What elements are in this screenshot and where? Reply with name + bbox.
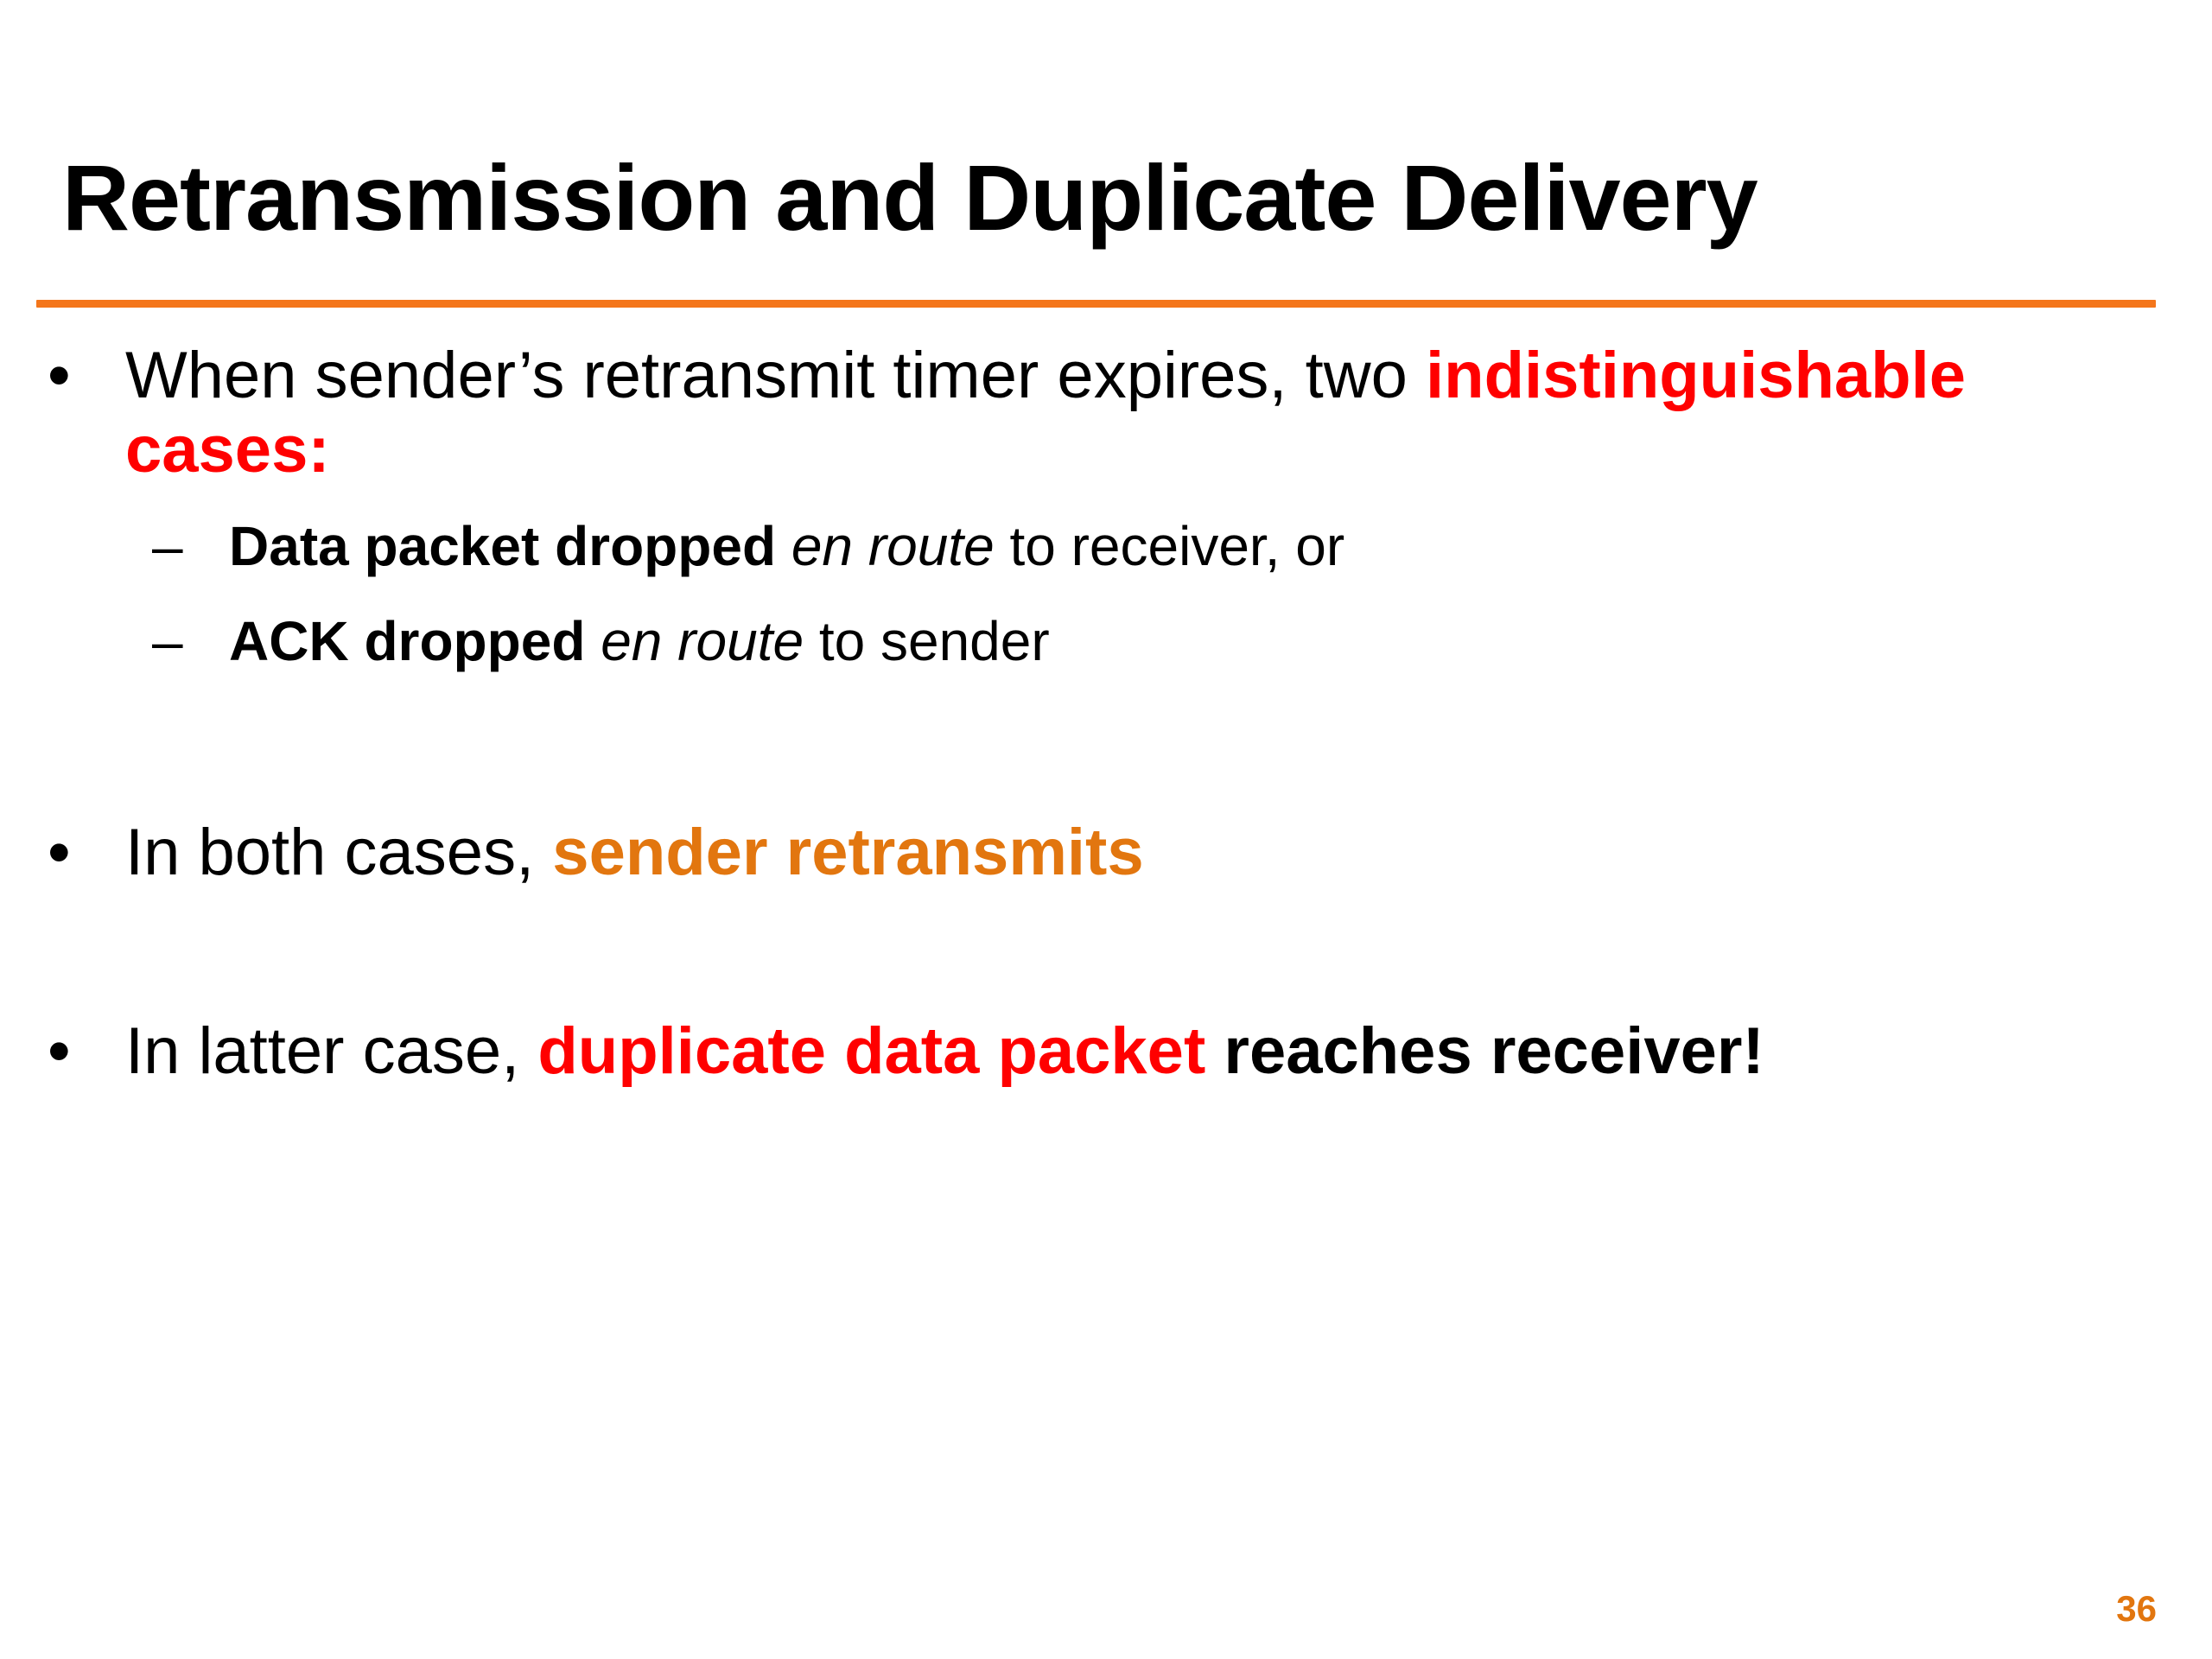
bullet-marker-icon: • [48, 339, 71, 412]
sub-bullet-item-2: – ACK dropped en route to sender [0, 610, 2160, 674]
bullet-text-run: In both cases, [125, 816, 553, 889]
bullet-text-highlight: duplicate data packet [537, 1014, 1206, 1088]
bullet-text-run: In latter case, [125, 1014, 538, 1088]
dash-marker-icon: – [152, 515, 183, 577]
sub-bullet-text-italic: en route [791, 515, 995, 577]
bullet-marker-icon: • [48, 1014, 71, 1088]
bullet-text-run: When sender’s retransmit timer expires, … [125, 339, 1427, 412]
bullet-item-2: • In both cases, sender retransmits [0, 816, 2160, 890]
page-title: Retransmission and Duplicate Delivery [62, 145, 1758, 250]
slide-number: 36 [2116, 1588, 2157, 1629]
bullet-text-highlight: indistinguishable cases: [125, 339, 1966, 486]
title-underline-rule [36, 300, 2156, 308]
sub-bullet-item-1: – Data packet dropped en route to receiv… [0, 515, 2160, 579]
bullet-marker-icon: • [48, 816, 71, 889]
bullet-text-highlight: sender retransmits [552, 816, 1144, 889]
sub-bullet-text-run: to receiver, or [994, 515, 1345, 577]
bullet-item-1: • When sender’s retransmit timer expires… [0, 339, 2160, 487]
bullet-item-3: • In latter case, duplicate data packet … [0, 1014, 2160, 1089]
sub-bullet-text-italic: en route [601, 610, 804, 672]
sub-bullet-text-bold: ACK dropped [229, 610, 601, 672]
sub-bullet-text-bold: Data packet dropped [229, 515, 791, 577]
bullet-text-bold: reaches receiver! [1205, 1014, 1764, 1088]
dash-marker-icon: – [152, 610, 183, 672]
sub-bullet-text-run: to sender [804, 610, 1050, 672]
